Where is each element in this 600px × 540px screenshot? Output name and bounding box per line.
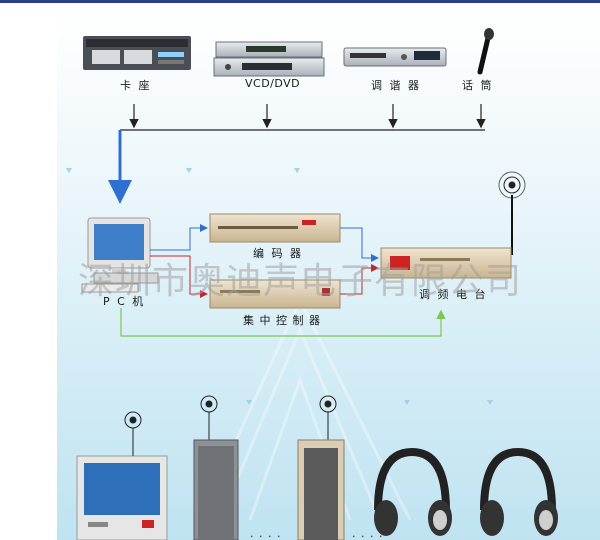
headphones-icon-2 — [480, 447, 558, 536]
ellipsis-right: . . . . — [352, 527, 384, 540]
tuner-label: 调 谐 器 — [371, 79, 421, 92]
tv-monitor-icon — [76, 455, 168, 540]
pc-to-encoder-connection — [150, 224, 208, 298]
fm-radio-station-icon — [380, 195, 513, 279]
pc-label: P C 机 — [103, 295, 146, 308]
column-speaker-beige-icon — [297, 439, 345, 540]
cassette-deck-icon — [83, 36, 191, 70]
source-signal-bus — [120, 104, 486, 131]
fm-station-label: 调 频 电 台 — [419, 288, 488, 301]
vcd-dvd-label: VCD/DVD — [245, 77, 301, 90]
decorative-triangles — [66, 168, 493, 405]
headphones-icon — [374, 447, 452, 536]
microphone-icon — [477, 28, 494, 75]
column-speaker-gray-icon — [193, 439, 239, 540]
devices-to-fm-station-connection — [340, 227, 379, 295]
broadcast-signal-icon — [498, 171, 526, 199]
vcd-dvd-player-icon — [213, 41, 325, 77]
encoder-label: 编 码 器 — [253, 247, 303, 260]
top-border-line — [0, 0, 600, 3]
microphone-label: 话 筒 — [462, 79, 494, 92]
pc-to-fm-station-green-line — [120, 308, 446, 337]
tuner-icon — [343, 47, 447, 67]
central-controller-label: 集 中 控 制 器 — [243, 314, 321, 327]
pc-computer-icon — [81, 217, 159, 293]
ellipsis-left: . . . . — [250, 527, 282, 540]
encoder-icon — [209, 213, 341, 243]
receiver-antenna-icon — [124, 395, 337, 456]
central-controller-icon — [209, 279, 341, 309]
cassette-label: 卡 座 — [120, 79, 152, 92]
